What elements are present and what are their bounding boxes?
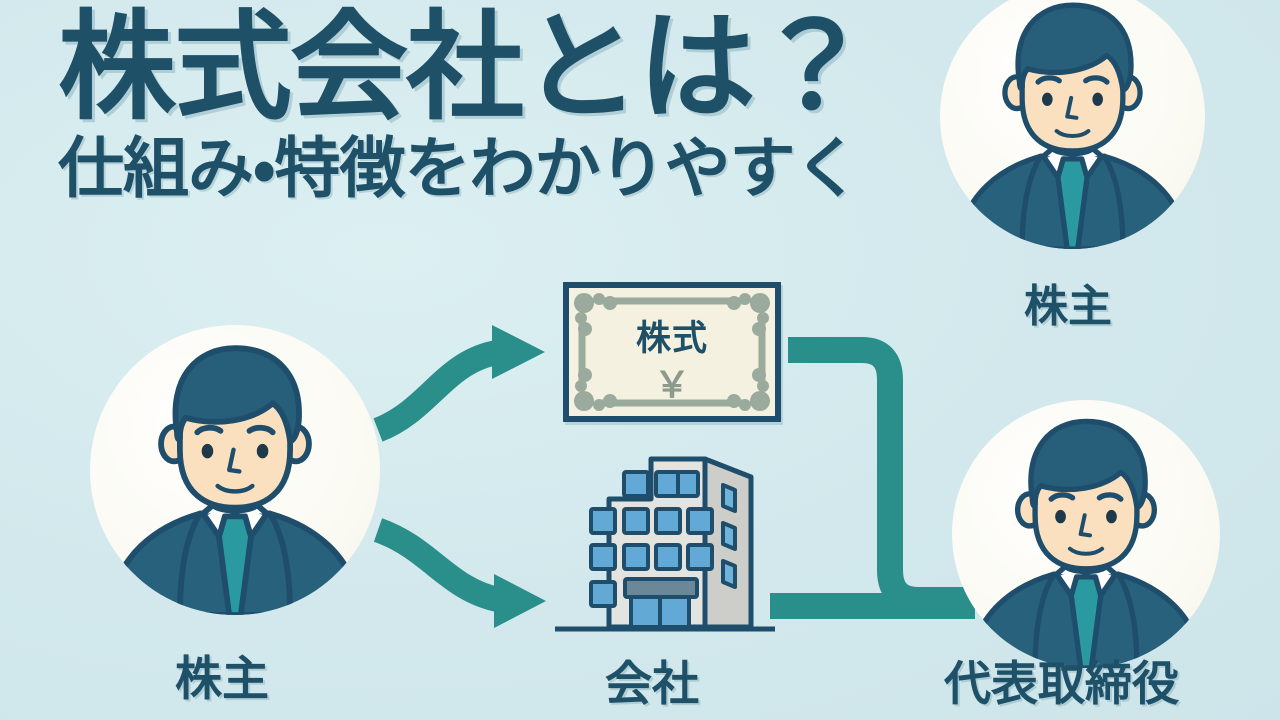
- page-title: 株式会社とは？: [58, 2, 872, 134]
- arrow-shareholder-to-company: [373, 518, 546, 628]
- avatar-representative-director: [952, 400, 1220, 668]
- caption-company: 会社: [605, 657, 699, 710]
- headline-block: 株式会社とは？ 仕組み・特徴をわかりやすく: [58, 8, 958, 204]
- caption-shareholder-left: 株主: [175, 652, 269, 705]
- avatar-shareholder-left: [90, 325, 380, 615]
- arrow-shareholder-to-certificate: [373, 325, 545, 442]
- connector-certificate-to-shareholder: [788, 337, 975, 613]
- caption-shareholder-top-right: 株主: [1024, 282, 1112, 331]
- person-icon: [955, 2, 1190, 249]
- certificate-label: 株式: [635, 319, 708, 358]
- avatar-shareholder-top-right: [940, 0, 1205, 249]
- company-building-icon: [555, 456, 775, 632]
- stock-certificate: 株式 ￥: [563, 282, 781, 422]
- certificate-ornament: [574, 293, 770, 411]
- page-subtitle: 仕組み・特徴をわかりやすく: [58, 131, 860, 206]
- caption-representative-director: 代表取締役: [944, 657, 1179, 710]
- person-icon: [107, 345, 363, 615]
- person-icon: [968, 418, 1204, 668]
- yen-icon: ￥: [653, 364, 690, 405]
- certificate-frame: 株式 ￥: [563, 282, 781, 422]
